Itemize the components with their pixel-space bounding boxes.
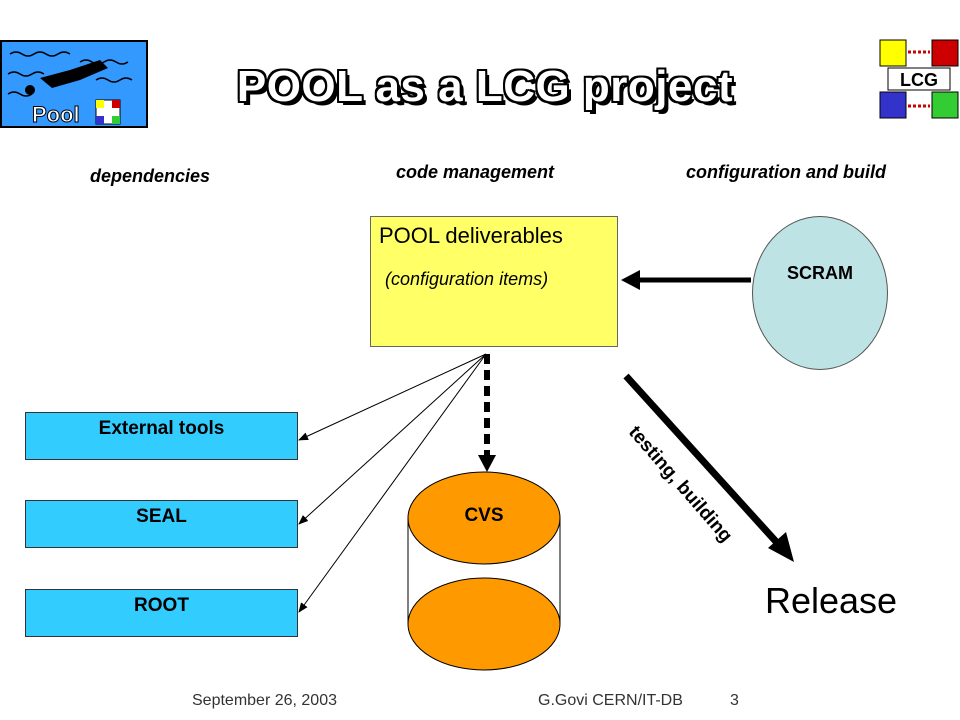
arrow-to-root [298, 353, 487, 613]
arrow-from-scram-head [621, 270, 640, 290]
arrow-testing-building [623, 373, 783, 549]
column-configuration-build: configuration and build [686, 162, 886, 182]
footer-page-number: 3 [730, 692, 739, 709]
scram-label: SCRAM [787, 263, 853, 283]
deliverables-subtitle: (configuration items) [385, 269, 549, 289]
pool-logo: Pool [0, 40, 148, 128]
arrow-testing-building-head [768, 532, 794, 562]
root-box: ROOT [25, 589, 298, 637]
column-code-management: code management [396, 162, 555, 182]
seal-label: SEAL [136, 506, 187, 527]
footer-author: G.Govi CERN/IT-DB [538, 692, 683, 709]
page-title: POOL as a LCG project [236, 62, 734, 111]
seal-box: SEAL [25, 500, 298, 548]
pool-logo-text: Pool [32, 102, 80, 127]
cvs-label: CVS [464, 505, 504, 526]
lcg-logo-text: LCG [900, 70, 938, 90]
footer-date: September 26, 2003 [192, 692, 337, 709]
cvs-cylinder [407, 471, 561, 671]
arrow-to-seal [298, 353, 487, 525]
arrow-to-cvs-head [478, 455, 496, 472]
lcg-logo: LCG [878, 38, 960, 120]
column-dependencies: dependencies [90, 166, 211, 186]
external-tools-box: External tools [25, 412, 298, 460]
root-label: ROOT [134, 595, 189, 616]
scram-node: SCRAM [752, 216, 888, 370]
release-label: Release [765, 580, 898, 621]
deliverables-title: POOL deliverables [379, 223, 563, 248]
pool-deliverables-box: POOL deliverables (configuration items) [370, 216, 618, 347]
external-tools-label: External tools [98, 418, 225, 439]
arrow-to-external-tools [298, 353, 487, 441]
